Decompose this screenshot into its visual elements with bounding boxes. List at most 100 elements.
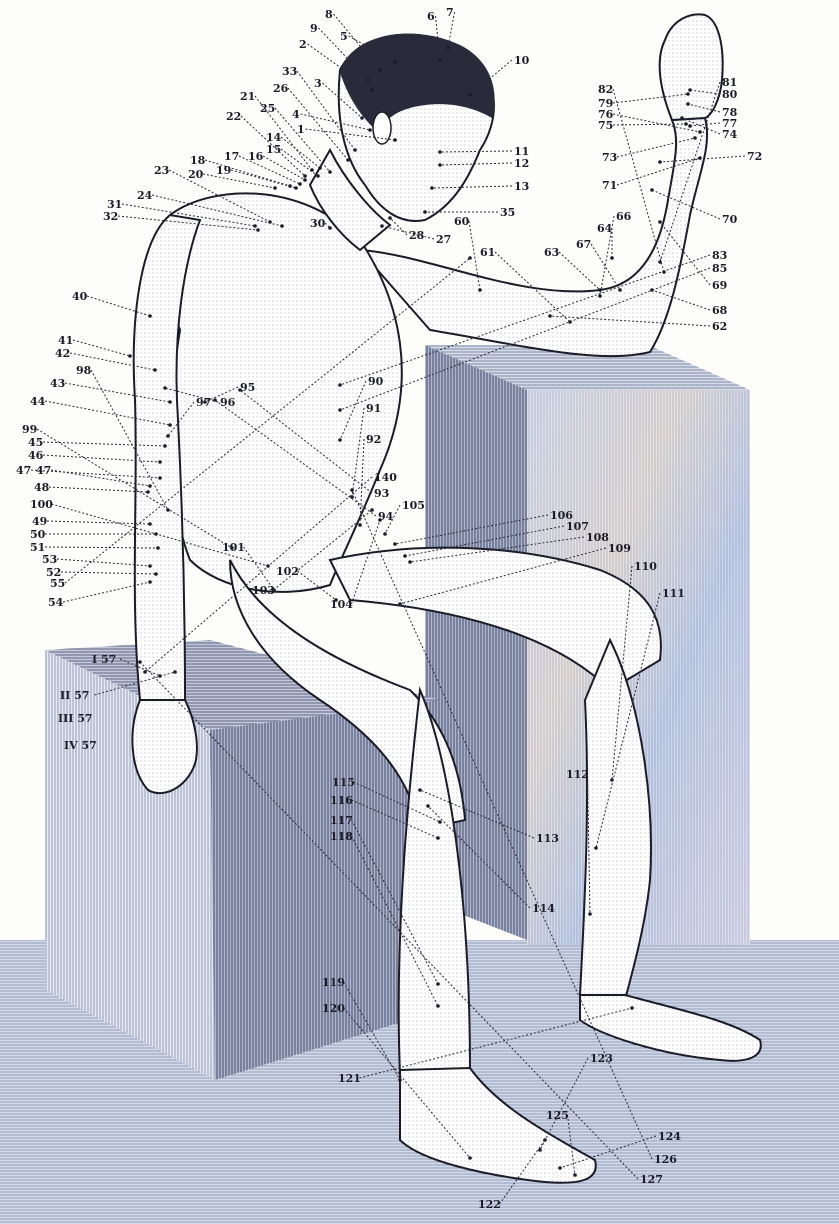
point-label: II 57	[60, 689, 89, 702]
point-dot	[618, 288, 622, 292]
point-label: 90	[368, 375, 384, 388]
point-dot	[610, 256, 614, 260]
point-label: 121	[338, 1072, 361, 1085]
point-dot	[468, 93, 472, 97]
point-dot	[650, 188, 654, 192]
point-dot	[303, 178, 307, 182]
point-dot	[436, 836, 440, 840]
point-label: 118	[330, 830, 353, 843]
point-label: 20	[188, 168, 204, 181]
point-label: 79	[598, 97, 613, 110]
point-dot	[393, 138, 397, 142]
point-label: 2	[299, 38, 307, 51]
point-label: 64	[597, 222, 613, 235]
point-label: 25	[260, 102, 275, 115]
point-dot	[166, 434, 170, 438]
point-dot	[588, 912, 592, 916]
point-dot	[154, 572, 158, 576]
point-label: 78	[722, 106, 738, 119]
point-label: 32	[103, 210, 118, 223]
point-label: 68	[712, 304, 728, 317]
point-dot	[403, 554, 407, 558]
point-label: 91	[366, 402, 381, 415]
leader-line	[591, 244, 620, 290]
point-dot	[436, 982, 440, 986]
point-label: 23	[154, 164, 169, 177]
point-label: 3	[314, 77, 322, 90]
point-dot	[328, 226, 332, 230]
point-label: 99	[22, 423, 37, 436]
point-dot	[436, 1004, 440, 1008]
point-label: 110	[634, 560, 657, 573]
point-dot	[158, 476, 162, 480]
point-label: 113	[536, 832, 559, 845]
point-dot	[393, 60, 397, 64]
point-dot	[438, 163, 442, 167]
point-dot	[168, 423, 172, 427]
point-dot	[338, 408, 342, 412]
point-label: 123	[590, 1052, 613, 1065]
point-dot	[148, 564, 152, 568]
point-dot	[370, 508, 374, 512]
point-dot	[538, 1148, 542, 1152]
point-dot	[353, 148, 357, 152]
point-label: 67	[576, 238, 591, 251]
ear	[373, 112, 391, 144]
point-label: 101	[222, 541, 245, 554]
point-label: 13	[514, 180, 529, 193]
point-dot	[173, 670, 177, 674]
point-dot	[148, 484, 152, 488]
point-dot	[430, 186, 434, 190]
point-dot	[418, 788, 422, 792]
point-label: 21	[240, 90, 255, 103]
point-label: 22	[226, 110, 241, 123]
point-label: 18	[190, 154, 206, 167]
point-label: 120	[322, 1002, 345, 1015]
point-label: 109	[608, 542, 631, 555]
point-dot	[684, 122, 688, 126]
point-label: 43	[50, 377, 65, 390]
point-label: 12	[514, 157, 529, 170]
point-label: 105	[402, 499, 425, 512]
point-label: 112	[566, 768, 589, 781]
point-dot	[253, 224, 257, 228]
point-dot	[393, 542, 397, 546]
point-dot	[146, 490, 150, 494]
point-dot	[423, 210, 427, 214]
point-label: 93	[374, 487, 389, 500]
point-label: 8	[325, 8, 333, 21]
point-label: 104	[330, 598, 353, 611]
point-label: 103	[252, 584, 275, 597]
point-label: 42	[55, 347, 70, 360]
point-dot	[138, 660, 142, 664]
point-dot	[438, 820, 442, 824]
leader-line	[559, 252, 600, 290]
point-label: 85	[712, 262, 727, 275]
point-label: III 57	[58, 712, 93, 725]
point-label: 49	[32, 515, 47, 528]
point-dot	[148, 522, 152, 526]
point-label: 53	[42, 553, 57, 566]
point-label: 94	[378, 510, 394, 523]
point-label: 80	[722, 88, 738, 101]
point-dot	[303, 174, 307, 178]
point-label: 82	[598, 83, 613, 96]
point-dot	[383, 532, 387, 536]
point-dot	[688, 88, 692, 92]
point-dot	[310, 168, 314, 172]
point-label: 62	[712, 320, 727, 333]
point-label: 63	[544, 246, 559, 259]
point-dot	[338, 383, 342, 387]
point-label: 71	[602, 179, 617, 192]
point-label: 81	[722, 76, 737, 89]
point-label: 17	[224, 150, 239, 163]
leader-line	[613, 89, 664, 272]
point-label: 16	[248, 150, 264, 163]
point-label: 19	[216, 164, 231, 177]
point-dot	[316, 174, 320, 178]
point-label: 47	[36, 464, 51, 477]
leader-line	[382, 226, 434, 239]
point-label: 61	[480, 246, 495, 259]
point-label: 126	[654, 1153, 677, 1166]
